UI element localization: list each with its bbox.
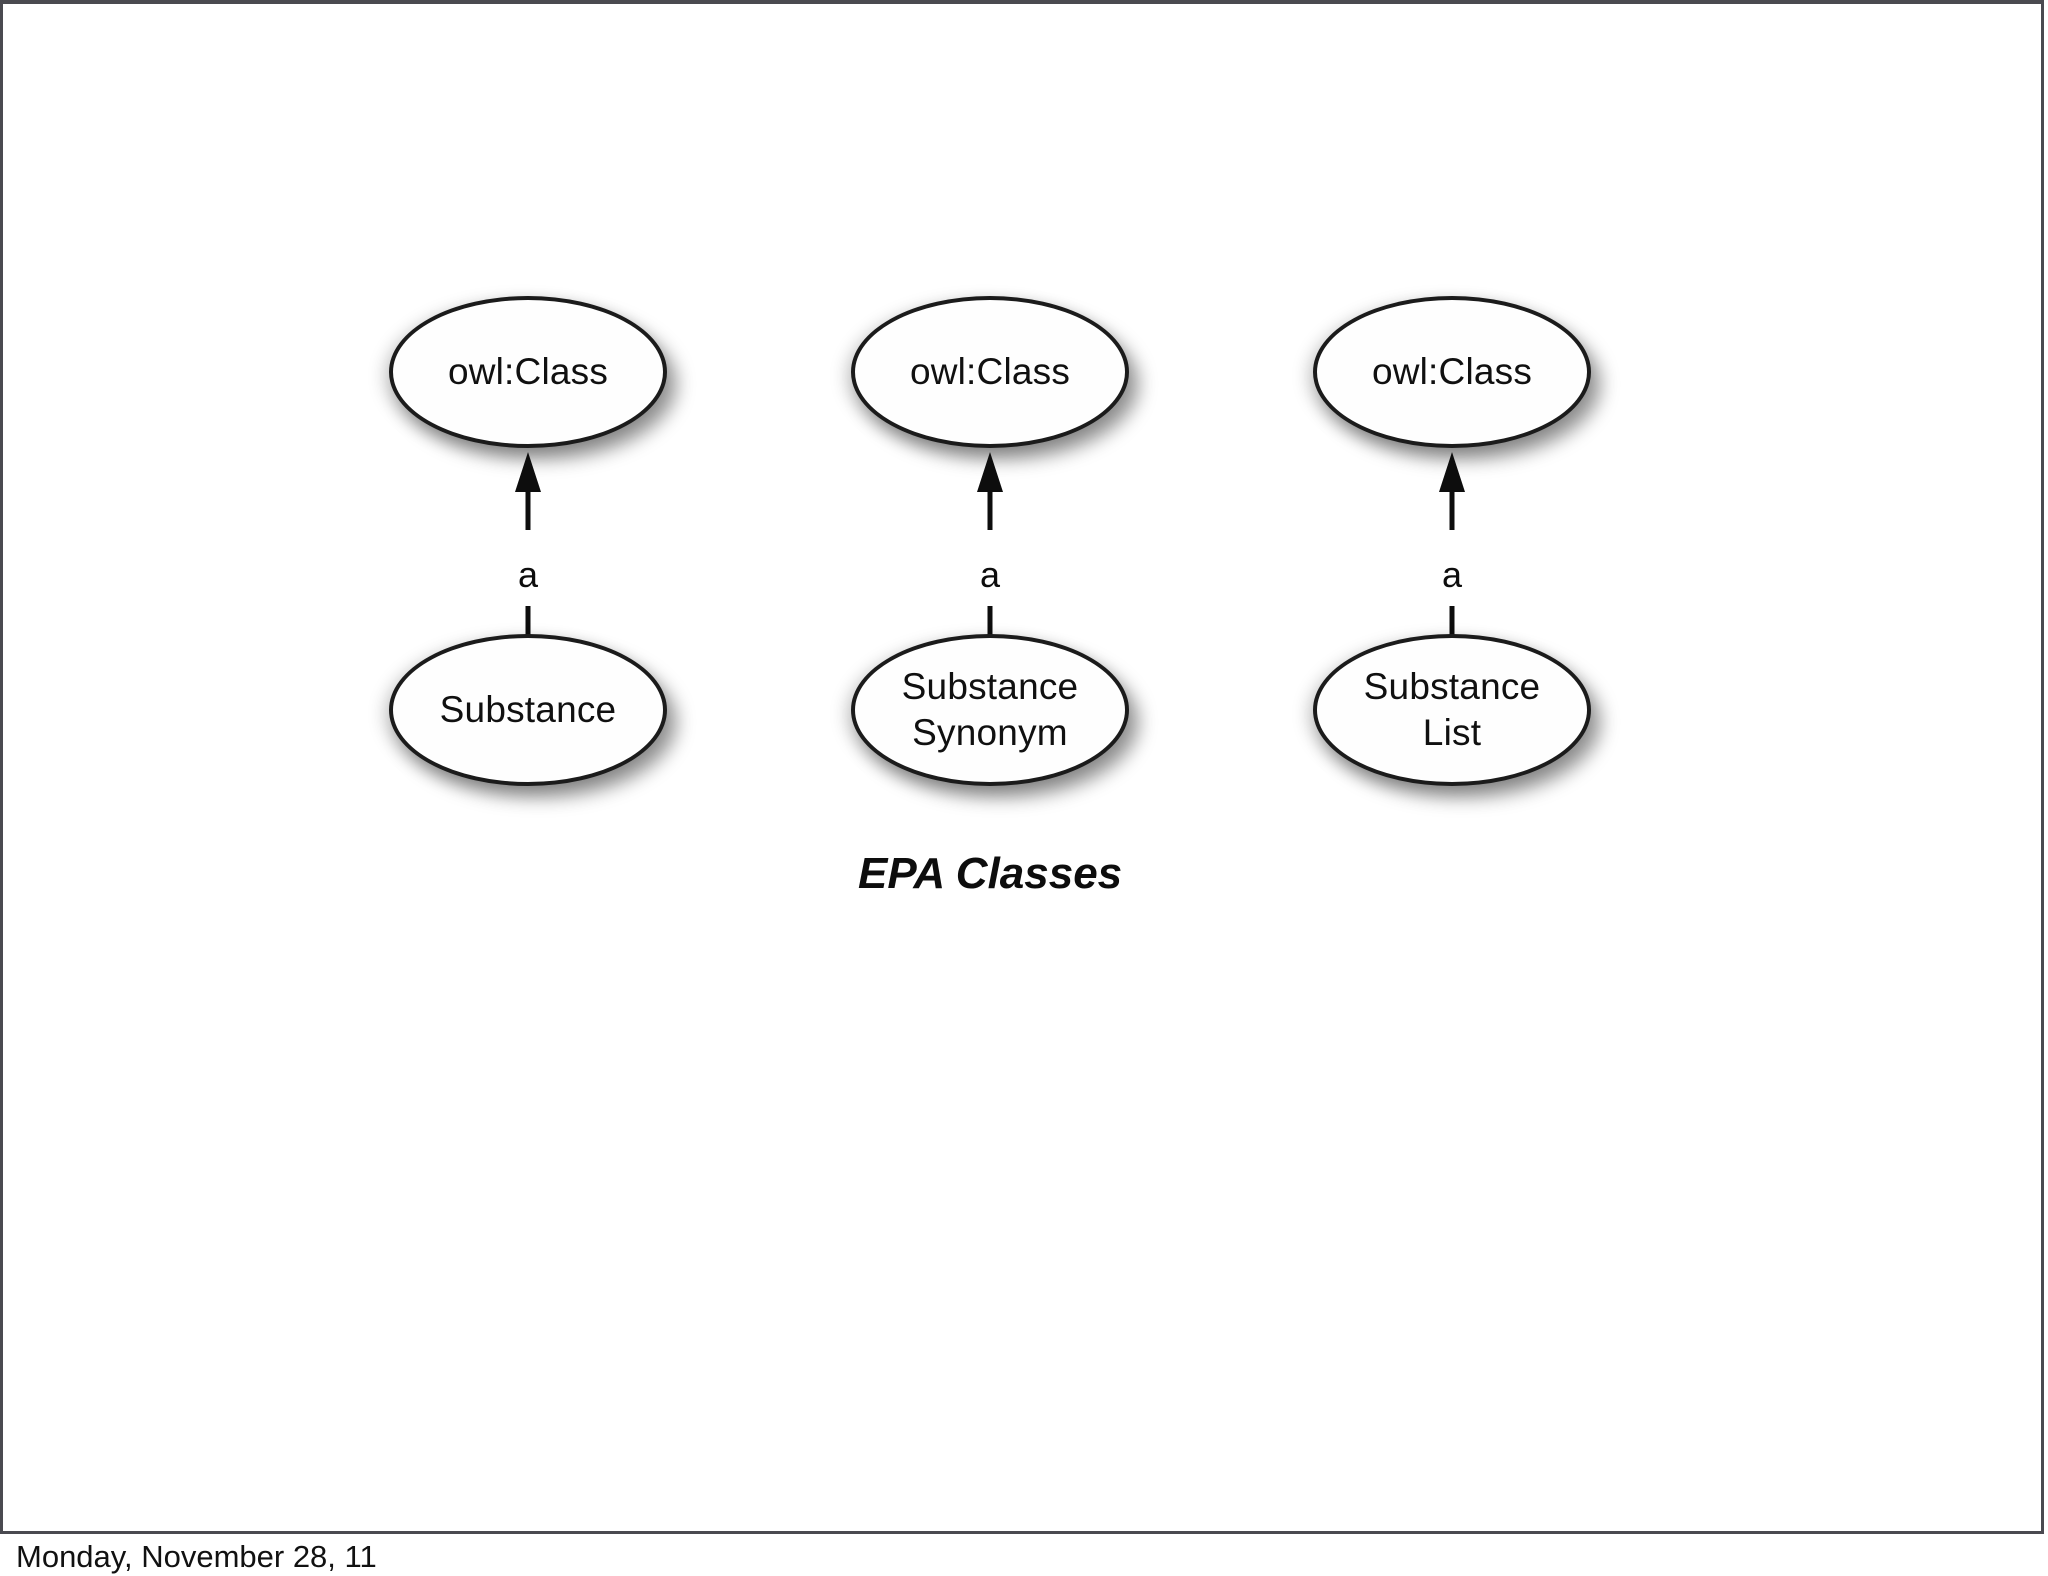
node-substance-list[interactable]: Substance List bbox=[1313, 634, 1591, 786]
node-owl-class-substance-synonym[interactable]: owl:Class bbox=[851, 296, 1129, 448]
arrowhead-icon bbox=[1439, 452, 1465, 492]
node-owl-class-substance-list[interactable]: owl:Class bbox=[1313, 296, 1591, 448]
edge-label-substance-list: a bbox=[1441, 554, 1463, 595]
slide-footer: Monday, November 28, 11 bbox=[0, 1538, 2048, 1576]
node-label: Substance List bbox=[1363, 666, 1541, 753]
node-label: owl:Class bbox=[909, 351, 1071, 393]
epa-classes-diagram: owl:Class a Substance owl:Class bbox=[3, 4, 2041, 1531]
diagram-caption: EPA Classes bbox=[858, 849, 1123, 898]
arrowhead-icon bbox=[977, 452, 1003, 492]
node-label: Substance bbox=[439, 689, 617, 731]
node-substance[interactable]: Substance bbox=[389, 634, 667, 786]
node-owl-class-substance[interactable]: owl:Class bbox=[389, 296, 667, 448]
edge-substance-a-upper bbox=[508, 450, 548, 532]
node-label: owl:Class bbox=[447, 351, 609, 393]
node-substance-synonym[interactable]: Substance Synonym bbox=[851, 634, 1129, 786]
slide-frame: owl:Class a Substance owl:Class bbox=[0, 0, 2044, 1534]
node-label: Substance Synonym bbox=[901, 666, 1079, 753]
edge-substance-synonym-a-upper bbox=[970, 450, 1010, 532]
edge-substance-synonym-a-lower bbox=[970, 606, 1010, 640]
edge-label-substance-synonym: a bbox=[979, 554, 1001, 595]
edge-substance-list-a-upper bbox=[1432, 450, 1472, 532]
edge-substance-a-lower bbox=[508, 606, 548, 640]
edge-substance-list-a-lower bbox=[1432, 606, 1472, 640]
node-label: owl:Class bbox=[1371, 351, 1533, 393]
footer-date: Monday, November 28, 11 bbox=[16, 1539, 377, 1574]
edge-label-substance: a bbox=[517, 554, 539, 595]
arrowhead-icon bbox=[515, 452, 541, 492]
